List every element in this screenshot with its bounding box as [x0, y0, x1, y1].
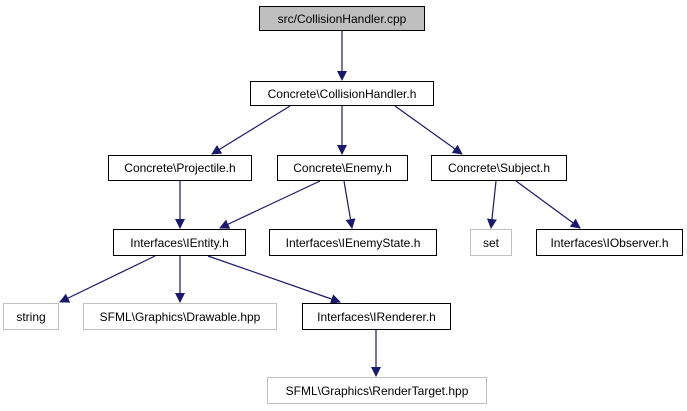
- node-concrete-enemy-h[interactable]: Concrete\Enemy.h: [277, 155, 408, 181]
- node-concrete-projectile-h[interactable]: Concrete\Projectile.h: [108, 155, 252, 181]
- edge-collisionhandler-to-projectile: [211, 105, 291, 155]
- edge-subject-to-iobserver: [515, 180, 581, 229]
- node-sfml-graphics-rendertarget-hpp: SFML\Graphics\RenderTarget.hpp: [267, 377, 487, 404]
- node-collision-handler-cpp: src/CollisionHandler.cpp: [259, 6, 425, 31]
- node-interfaces-irenderer-h[interactable]: Interfaces\IRenderer.h: [302, 303, 451, 330]
- edge-subject-to-set: [486, 180, 497, 229]
- node-interfaces-ienemystate-h[interactable]: Interfaces\IEnemyState.h: [269, 229, 437, 256]
- edge-ientity-to-irenderer: [207, 255, 341, 304]
- edge-enemy-to-ienemystate: [343, 180, 356, 229]
- node-string: string: [3, 303, 59, 330]
- node-interfaces-iobserver-h[interactable]: Interfaces\IObserver.h: [536, 229, 683, 256]
- node-concrete-subject-h[interactable]: Concrete\Subject.h: [431, 155, 567, 181]
- edge-ientity-to-string: [59, 255, 156, 303]
- node-sfml-graphics-drawable-hpp: SFML\Graphics\Drawable.hpp: [83, 303, 277, 330]
- node-concrete-collision-handler-h[interactable]: Concrete\CollisionHandler.h: [250, 81, 434, 106]
- node-set: set: [470, 229, 512, 256]
- node-interfaces-ientity-h[interactable]: Interfaces\IEntity.h: [113, 229, 246, 256]
- edge-collisionhandler-to-subject: [394, 105, 463, 155]
- edge-enemy-to-ientity: [219, 180, 321, 229]
